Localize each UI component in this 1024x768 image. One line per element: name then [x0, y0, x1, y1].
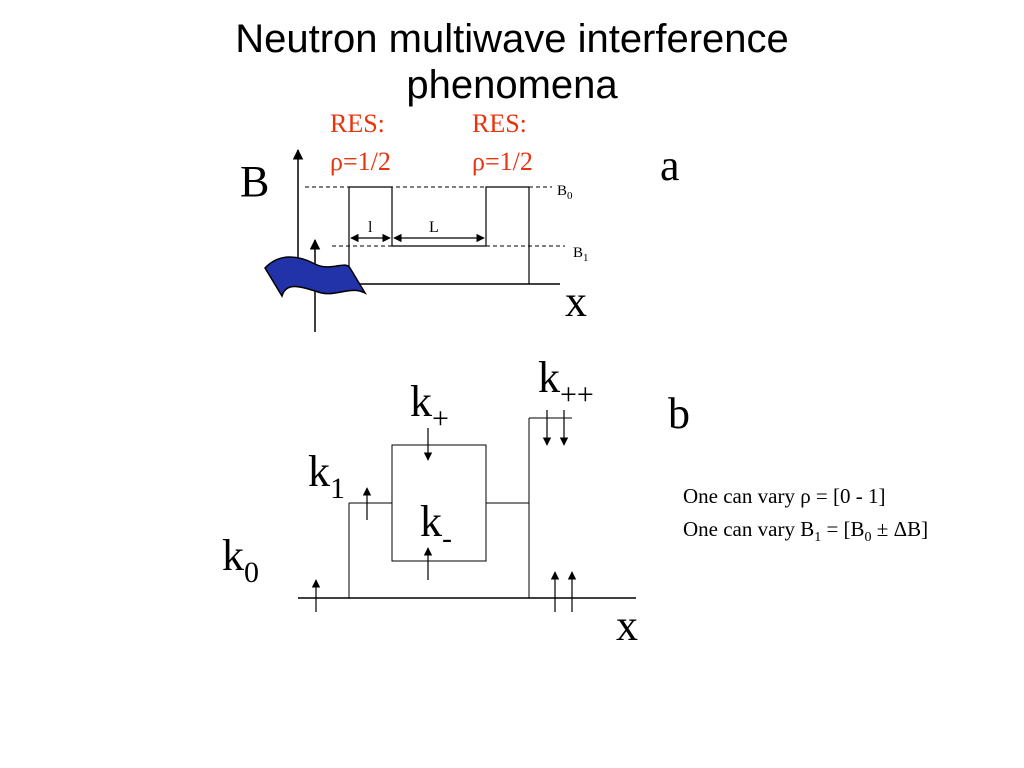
title-line-1: Neutron multiwave interference: [235, 17, 789, 61]
res-right-line-1: RES:: [472, 109, 527, 138]
neutron-wave-icon: [264, 256, 368, 298]
kplus-label: k+: [410, 377, 449, 435]
panel-a: a B x RES: ρ=1/2 RES: ρ=1/2 B0 B1 l L: [240, 109, 680, 332]
panel-b: b x k0 k1 k+ k- k++: [222, 353, 690, 650]
note-line-2: One can vary B1 = [B0 ± ΔB]: [683, 517, 929, 546]
res-right-line-2: ρ=1/2: [472, 147, 533, 176]
panel-a-x-axis-label: x: [565, 277, 587, 326]
b0-label: B0: [557, 183, 573, 202]
panel-b-label: b: [668, 389, 690, 438]
slide-title: Neutron multiwave interference phenomena: [0, 16, 1024, 108]
res-left-line-1: RES:: [330, 109, 385, 138]
len-large-label: L: [429, 219, 439, 236]
len-small-label: l: [368, 219, 373, 236]
title-line-2: phenomena: [406, 63, 618, 107]
notes-block: One can vary ρ = [0 - 1] One can vary B1…: [683, 480, 928, 554]
b1-label: B1: [573, 245, 589, 264]
note-line-1: One can vary ρ = [0 - 1]: [683, 484, 886, 508]
field-profile: [348, 186, 530, 284]
panel-a-y-axis-label: B: [240, 157, 269, 206]
k0-label: k0: [222, 531, 259, 589]
kpp-label: k++: [538, 353, 594, 411]
panel-a-label: a: [660, 141, 680, 190]
panel-b-x-axis-label: x: [616, 601, 638, 650]
kminus-label: k-: [420, 497, 452, 555]
res-left-line-2: ρ=1/2: [330, 147, 391, 176]
k1-label: k1: [308, 447, 345, 505]
